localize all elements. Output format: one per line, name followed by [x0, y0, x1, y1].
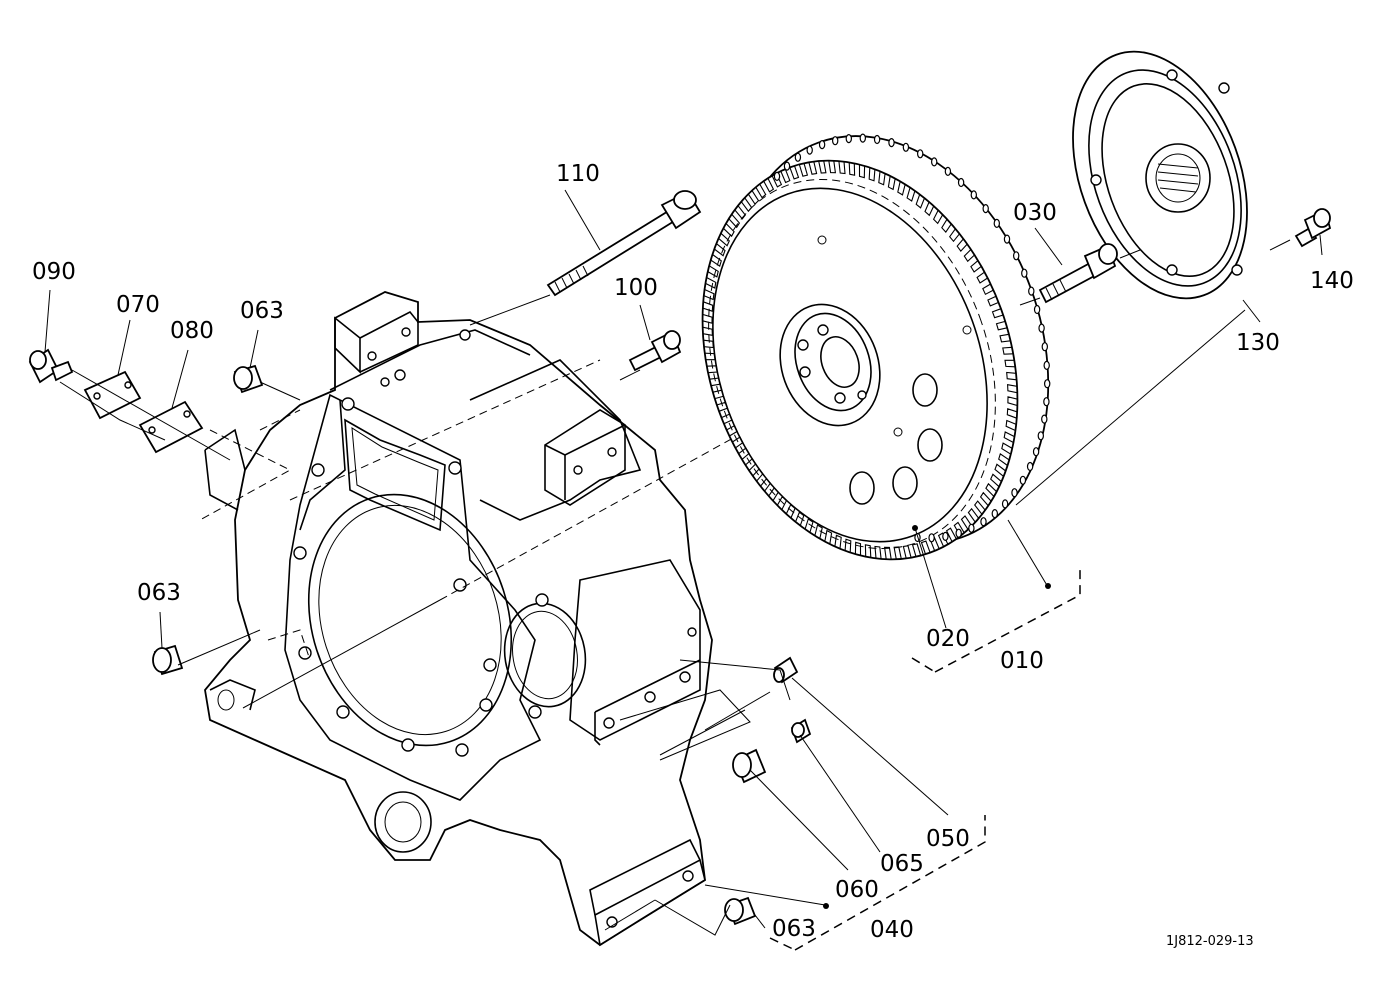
label-063-bottom: 063: [772, 916, 816, 942]
plug-060: [732, 748, 767, 784]
bolt-090: [28, 348, 74, 384]
rim-hole: [982, 204, 989, 214]
rim-hole: [1013, 251, 1020, 261]
label-030: 030: [1013, 200, 1057, 226]
label-050: 050: [926, 826, 970, 852]
label-010: 010: [1000, 648, 1044, 674]
rim-hole: [818, 140, 826, 150]
label-090: 090: [32, 259, 76, 285]
rim-hole: [968, 523, 975, 533]
rim-hole: [806, 145, 813, 155]
rim-hole: [1011, 488, 1018, 498]
rim-hole: [1038, 323, 1045, 333]
dowel-pin-050: [773, 656, 799, 684]
rim-hole: [1003, 234, 1011, 244]
rim-hole: [1043, 397, 1050, 407]
rim-hole: [783, 161, 791, 171]
label-100: 100: [614, 275, 658, 301]
long-bolt-110: [546, 190, 702, 297]
rim-hole: [1026, 461, 1034, 472]
bolt-140: [1294, 208, 1332, 248]
cover-plate-070: [83, 370, 142, 420]
bolt-100: [628, 330, 682, 372]
rim-hole: [1019, 475, 1027, 485]
rim-hole: [928, 533, 935, 543]
rim-hole: [1032, 447, 1040, 457]
rim-hole: [1043, 360, 1050, 370]
rim-hole: [1041, 414, 1048, 424]
plug-063-bottom: [724, 896, 757, 926]
rim-hole: [1043, 379, 1051, 389]
leader-lines: [44, 189, 1323, 936]
plug-065: [790, 718, 812, 744]
rim-hole: [955, 528, 962, 538]
rim-hole: [942, 531, 949, 542]
rim-hole: [931, 157, 938, 167]
group-brackets: [769, 565, 1081, 951]
part-labels: 110 090 070 080 063 100 030 140 130 063 …: [32, 161, 1354, 949]
label-070: 070: [116, 292, 160, 318]
rim-hole: [993, 218, 1001, 228]
rim-hole: [1021, 268, 1028, 278]
rim-hole: [980, 517, 987, 527]
flywheel-rim-holes: [773, 133, 1051, 543]
rim-hole: [794, 152, 802, 162]
rim-hole: [970, 190, 978, 200]
label-063-top: 063: [240, 298, 284, 324]
flywheel-housing: [204, 291, 713, 947]
label-110: 110: [556, 161, 600, 187]
label-020: 020: [926, 626, 970, 652]
rim-hole: [902, 142, 910, 152]
rim-hole: [888, 138, 895, 148]
rim-hole: [1037, 431, 1045, 441]
gasket-080: [138, 400, 204, 454]
label-130: 130: [1236, 330, 1280, 356]
rim-hole: [773, 171, 781, 181]
rim-hole: [859, 133, 867, 143]
bolt-030: [1038, 243, 1118, 304]
label-140: 140: [1310, 268, 1354, 294]
rim-hole: [944, 166, 952, 176]
drawing-reference-number: 1J812-029-13: [1166, 934, 1254, 949]
label-063-left: 063: [137, 580, 181, 606]
rim-hole: [1001, 499, 1009, 509]
label-080: 080: [170, 318, 214, 344]
rim-hole: [917, 149, 924, 159]
rim-hole: [991, 508, 999, 519]
rim-hole: [1028, 286, 1035, 296]
plug-063-left: [152, 644, 184, 676]
label-040: 040: [870, 917, 914, 943]
rim-hole: [1041, 342, 1049, 352]
rim-hole: [957, 177, 965, 188]
drive-plate: [1072, 50, 1248, 300]
rim-hole: [873, 134, 881, 145]
rim-hole: [845, 134, 853, 144]
rim-hole: [1033, 304, 1041, 315]
rim-hole: [832, 136, 839, 146]
center-lines: [199, 284, 1011, 709]
label-065: 065: [880, 851, 924, 877]
plug-063-top: [233, 364, 264, 394]
label-060: 060: [835, 877, 879, 903]
flywheel: [701, 135, 1050, 561]
